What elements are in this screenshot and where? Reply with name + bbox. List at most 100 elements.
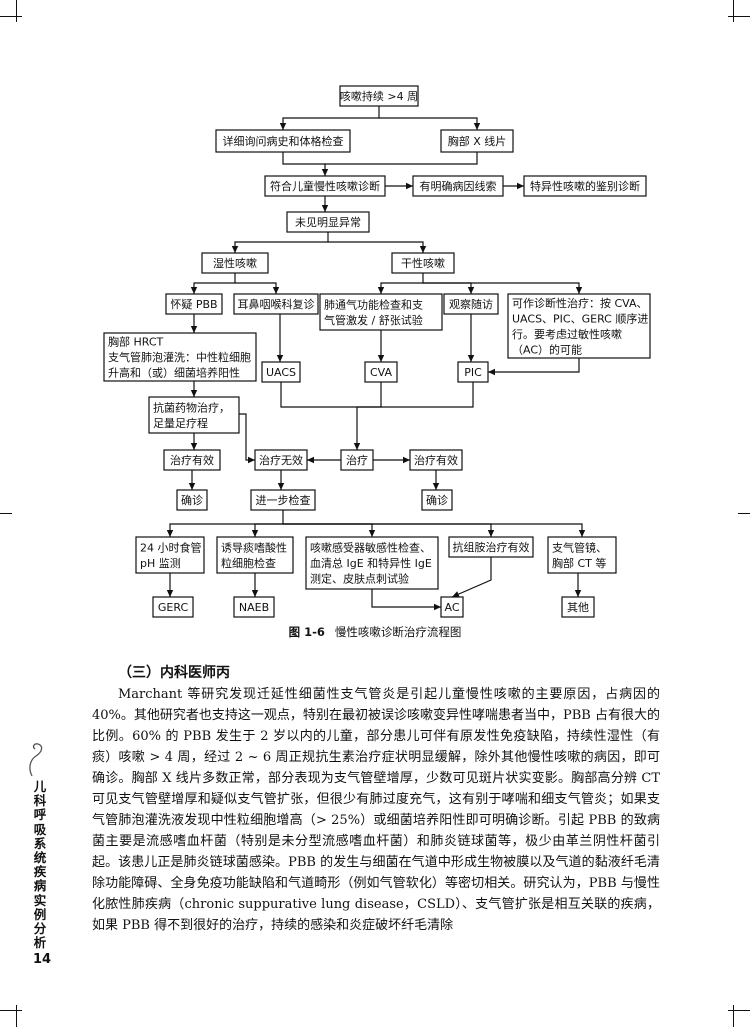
flow-node-text: 24 小时食管 bbox=[140, 540, 202, 554]
flow-node-n23: 治疗有效 bbox=[409, 449, 463, 471]
arrow-head bbox=[307, 456, 314, 464]
flow-connector bbox=[282, 152, 326, 176]
arrow-head bbox=[251, 530, 259, 537]
flow-connector bbox=[451, 557, 492, 598]
crop-mark bbox=[728, 16, 750, 17]
flow-connector bbox=[328, 241, 424, 253]
flow-node-n21: 治疗无效 bbox=[254, 449, 308, 471]
flow-node-n7: 未见明显异常 bbox=[286, 211, 370, 233]
flow-node-text: 诱导痰嗜酸性 bbox=[221, 540, 287, 554]
arrow-head bbox=[188, 483, 196, 490]
flow-node-box bbox=[391, 252, 455, 274]
body-paragraph: Marchant 等研究发现迁延性细菌性支气管炎是引起儿童慢性咳嗽的主要原因，占… bbox=[92, 687, 660, 933]
flow-node-text: 测定、皮肤点刺试验 bbox=[310, 572, 409, 586]
arrow-head bbox=[419, 246, 427, 253]
arrow-head bbox=[190, 326, 198, 333]
flow-node-n1: 咳嗽持续 >4 周 bbox=[339, 85, 419, 107]
flow-node-n33: NAEB bbox=[233, 596, 275, 618]
flow-node-text: 耳鼻咽喉科复诊 bbox=[238, 297, 315, 311]
arrow-head bbox=[406, 182, 413, 190]
flow-node-text: 治疗无效 bbox=[259, 453, 303, 467]
flow-node-box bbox=[443, 293, 499, 315]
flow-node-box bbox=[319, 293, 443, 331]
flow-node-box bbox=[440, 129, 514, 153]
flow-node-box bbox=[523, 175, 647, 197]
flow-node-box bbox=[286, 211, 370, 233]
flow-node-text: 胸部 CT 等 bbox=[552, 556, 606, 570]
crop-mark bbox=[738, 513, 750, 514]
flow-node-text: 怀疑 PBB bbox=[170, 298, 217, 311]
flow-connector bbox=[325, 152, 478, 165]
flow-node-text: 其他 bbox=[567, 601, 589, 614]
flow-connector bbox=[380, 273, 424, 294]
flow-node-box bbox=[457, 361, 489, 383]
flow-node-n14: 可作诊断性治疗：按 CVA、UACS、PIC、GERC 顺序进行。要考虑过敏性咳… bbox=[507, 293, 651, 359]
arrow-head bbox=[321, 169, 329, 176]
figure-number: 图 1-6 bbox=[288, 625, 325, 639]
flow-node-n8: 湿性咳嗽 bbox=[201, 252, 269, 274]
body-text: Marchant 等研究发现迁延性细菌性支气管炎是引起儿童慢性咳嗽的主要原因，占… bbox=[92, 684, 660, 936]
flow-node-n5: 有明确病因线索 bbox=[412, 175, 504, 197]
flow-connector bbox=[283, 523, 373, 537]
flow-node-n32: GERC bbox=[152, 596, 194, 618]
flow-node-box bbox=[340, 449, 374, 471]
flow-connector bbox=[282, 106, 380, 130]
flow-node-n20: 治疗有效 bbox=[163, 449, 221, 471]
flow-connector bbox=[193, 273, 236, 294]
flow-node-text: 可作诊断性治疗：按 CVA、 bbox=[512, 296, 648, 310]
crop-mark bbox=[0, 16, 22, 17]
flow-node-box bbox=[305, 536, 439, 590]
flow-connector bbox=[357, 382, 382, 408]
flow-node-text: CVA bbox=[370, 366, 393, 379]
flow-node-box bbox=[163, 449, 221, 471]
arrow-head bbox=[190, 390, 198, 397]
flow-node-box bbox=[254, 449, 308, 471]
flow-node-text: 咳嗽感受器敏感性检查、 bbox=[310, 541, 431, 555]
arrow-head bbox=[321, 205, 329, 212]
flow-node-text: 支气管肺泡灌洗：中性粒细胞 bbox=[108, 350, 251, 364]
flow-node-n13: 观察随访 bbox=[443, 293, 499, 315]
flow-node-n34: AC bbox=[440, 596, 464, 618]
flow-node-box bbox=[148, 396, 240, 434]
flow-node-box bbox=[233, 293, 319, 315]
flow-node-n11: 耳鼻咽喉科复诊 bbox=[233, 293, 319, 315]
flow-node-text: UACS bbox=[266, 366, 296, 379]
flow-node-text: UACS、PIC、GERC 顺序进 bbox=[512, 311, 648, 325]
flow-connector bbox=[239, 413, 255, 461]
flow-connector bbox=[371, 589, 441, 608]
flow-node-text: 确诊 bbox=[181, 493, 203, 507]
flow-node-box bbox=[448, 536, 534, 558]
flow-node-n4: 符合儿童慢性咳嗽诊断 bbox=[264, 175, 386, 197]
flow-node-text: 支气管镜、 bbox=[552, 540, 607, 554]
crop-mark bbox=[733, 0, 734, 22]
flow-node-text: 治疗 bbox=[346, 453, 368, 467]
flow-node-n26: 确诊 bbox=[421, 489, 453, 511]
flow-connector bbox=[283, 523, 492, 537]
flow-node-text: 未见明显异常 bbox=[295, 216, 361, 229]
flow-node-box bbox=[233, 596, 275, 618]
arrow-head bbox=[368, 530, 376, 537]
flow-connector bbox=[488, 358, 580, 373]
flow-node-text: 行。要考虑过敏性咳嗽 bbox=[512, 327, 622, 341]
flow-node-n30: 抗组胺治疗有效 bbox=[448, 536, 534, 558]
flow-node-n17: CVA bbox=[364, 361, 398, 383]
flow-node-text: 足量足疗程 bbox=[153, 416, 208, 430]
flowchart-diagram: 咳嗽持续 >4 周详细询问病史和体格检查胸部 X 线片符合儿童慢性咳嗽诊断有明确… bbox=[103, 85, 651, 618]
flow-node-box bbox=[135, 536, 205, 574]
flow-node-text: 胸部 HRCT bbox=[108, 335, 164, 349]
arrow-head bbox=[578, 530, 586, 537]
arrow-head bbox=[248, 456, 255, 464]
flow-node-box bbox=[440, 596, 464, 618]
sidebar-book-title: 儿科呼吸系统疾病实例分析 bbox=[33, 779, 47, 951]
flow-node-box bbox=[409, 449, 463, 471]
arrow-head bbox=[276, 355, 284, 362]
flow-node-text: 湿性咳嗽 bbox=[213, 256, 257, 270]
flow-node-text: AC bbox=[444, 601, 459, 614]
flow-node-n10: 怀疑 PBB bbox=[165, 293, 223, 315]
flow-node-n3: 胸部 X 线片 bbox=[440, 129, 514, 153]
arrow-head bbox=[434, 603, 441, 611]
arrow-head bbox=[277, 483, 285, 490]
